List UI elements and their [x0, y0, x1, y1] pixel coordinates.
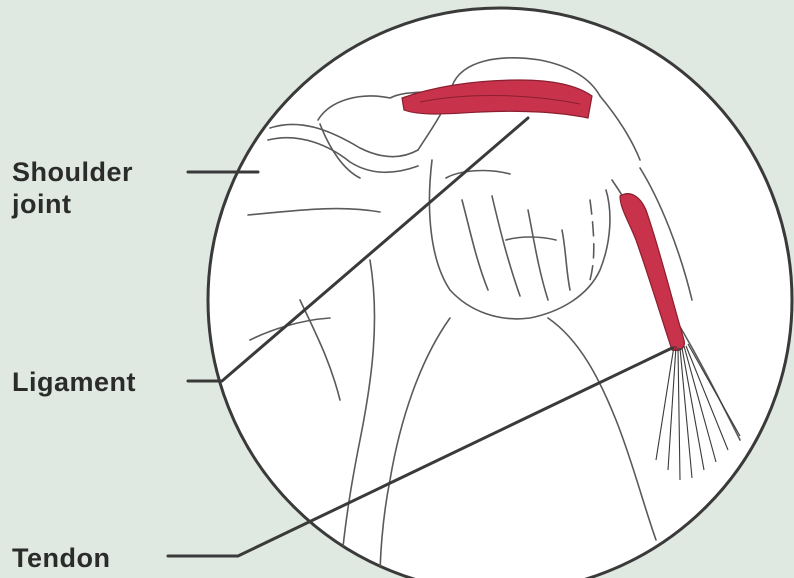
- tendon-label: Tendon: [12, 542, 110, 574]
- shoulder-label-line2: joint: [12, 188, 133, 220]
- ligament-label: Ligament: [12, 366, 136, 398]
- shoulder-label-line1: Shoulder: [12, 156, 133, 188]
- shoulder-joint-label: Shoulder joint: [12, 156, 133, 220]
